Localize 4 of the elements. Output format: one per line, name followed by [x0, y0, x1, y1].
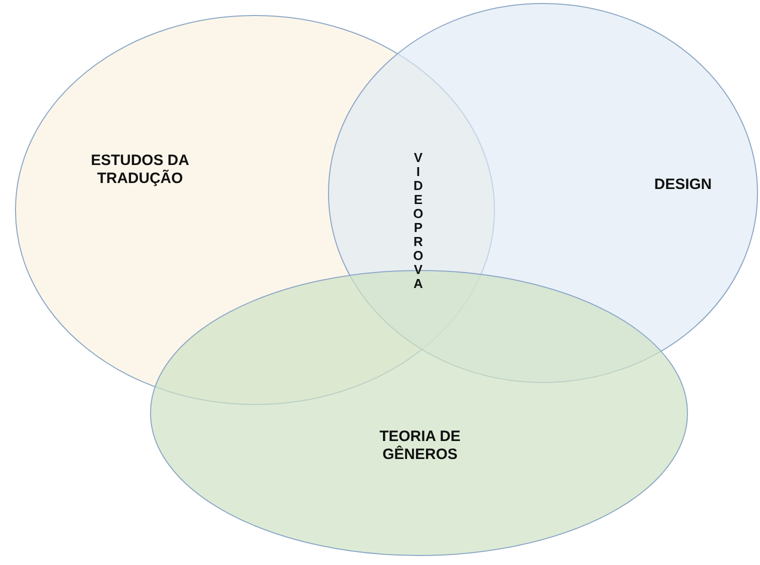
set-label: ESTUDOS DA TRADUÇÃO — [90, 152, 190, 188]
set-label: TEORIA DE GÊNEROS — [378, 428, 462, 464]
set-label: DESIGN — [653, 176, 713, 194]
intersection-label: VIDEOPROVA — [413, 151, 424, 292]
